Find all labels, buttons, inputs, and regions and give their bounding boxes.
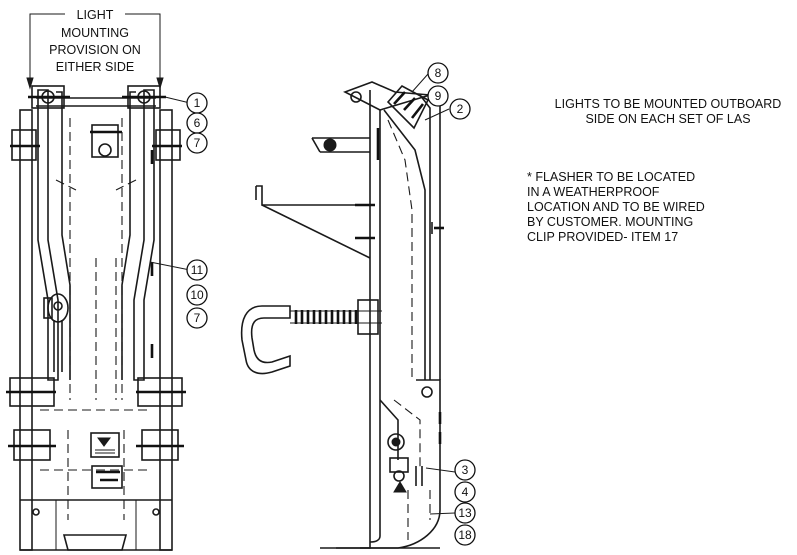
callout-4: 4 — [462, 485, 469, 499]
front-view — [6, 85, 186, 551]
callout-7a: 7 — [194, 136, 201, 150]
flasher-note-line-2: IN A WEATHERPROOF — [527, 185, 660, 199]
mounting-note-line-1: LIGHTS TO BE MOUNTED OUTBOARD — [554, 97, 782, 111]
callout-11: 11 — [191, 263, 204, 277]
top-left-pivot — [28, 85, 70, 109]
flasher-note: * FLASHER TO BE LOCATED IN A WEATHERPROO… — [527, 170, 705, 245]
warning-label — [90, 432, 120, 458]
callout-bubble-11 — [186, 259, 208, 281]
callout-bubble-3 — [454, 459, 476, 481]
callout-8: 8 — [435, 66, 442, 80]
light-provision-line-2: MOUNTING — [61, 26, 129, 40]
light-fixture — [386, 84, 430, 130]
side-view — [240, 81, 444, 549]
callout-10: 10 — [190, 288, 204, 302]
callout-3: 3 — [462, 463, 469, 477]
foot — [320, 470, 441, 549]
callout-18: 18 — [458, 528, 472, 542]
light-provision-line-1: LIGHT — [77, 8, 114, 22]
mounting-note: LIGHTS TO BE MOUNTED OUTBOARD SIDE ON EA… — [538, 97, 797, 127]
flasher-note-line-1: * FLASHER TO BE LOCATED — [527, 170, 696, 184]
callout-2: 2 — [457, 102, 464, 116]
flasher-note-line-4: BY CUSTOMER. MOUNTING — [527, 215, 694, 229]
callout-6: 6 — [194, 116, 201, 130]
top-right-pivot — [122, 85, 166, 109]
callout-bubble-9 — [427, 85, 449, 107]
front-callouts: 1 6 7 11 10 7 — [149, 92, 208, 329]
callout-bubble-7a — [186, 132, 208, 154]
handle — [240, 305, 291, 375]
shelf-bracket — [255, 185, 375, 259]
light-provision-line-4: EITHER SIDE — [56, 60, 135, 74]
callout-bubble-8 — [427, 62, 449, 84]
callout-bubble-7b — [186, 307, 208, 329]
compression-spring — [290, 299, 382, 335]
light-provision-line-3: PROVISION ON — [49, 43, 141, 57]
callout-bubble-18 — [454, 524, 476, 546]
light-provision-leaders — [26, 13, 164, 90]
side-callouts: 8 9 2 3 4 13 18 — [411, 62, 476, 546]
callout-13: 13 — [458, 506, 472, 520]
mounting-note-line-2: SIDE ON EACH SET OF LAS — [585, 112, 751, 126]
flasher-note-line-3: LOCATION AND TO BE WIRED — [527, 200, 705, 214]
callout-bubble-10 — [186, 284, 208, 306]
callout-bubble-4 — [454, 481, 476, 503]
callout-7b: 7 — [194, 311, 201, 325]
callout-1: 1 — [194, 96, 201, 110]
callout-9: 9 — [435, 89, 442, 103]
callout-bubble-13 — [454, 502, 476, 524]
flasher-note-line-5: CLIP PROVIDED- ITEM 17 — [527, 230, 679, 244]
light-provision-label: LIGHT MOUNTING PROVISION ON EITHER SIDE — [49, 8, 141, 74]
callout-bubble-2 — [449, 98, 471, 120]
side-latch — [43, 293, 69, 372]
